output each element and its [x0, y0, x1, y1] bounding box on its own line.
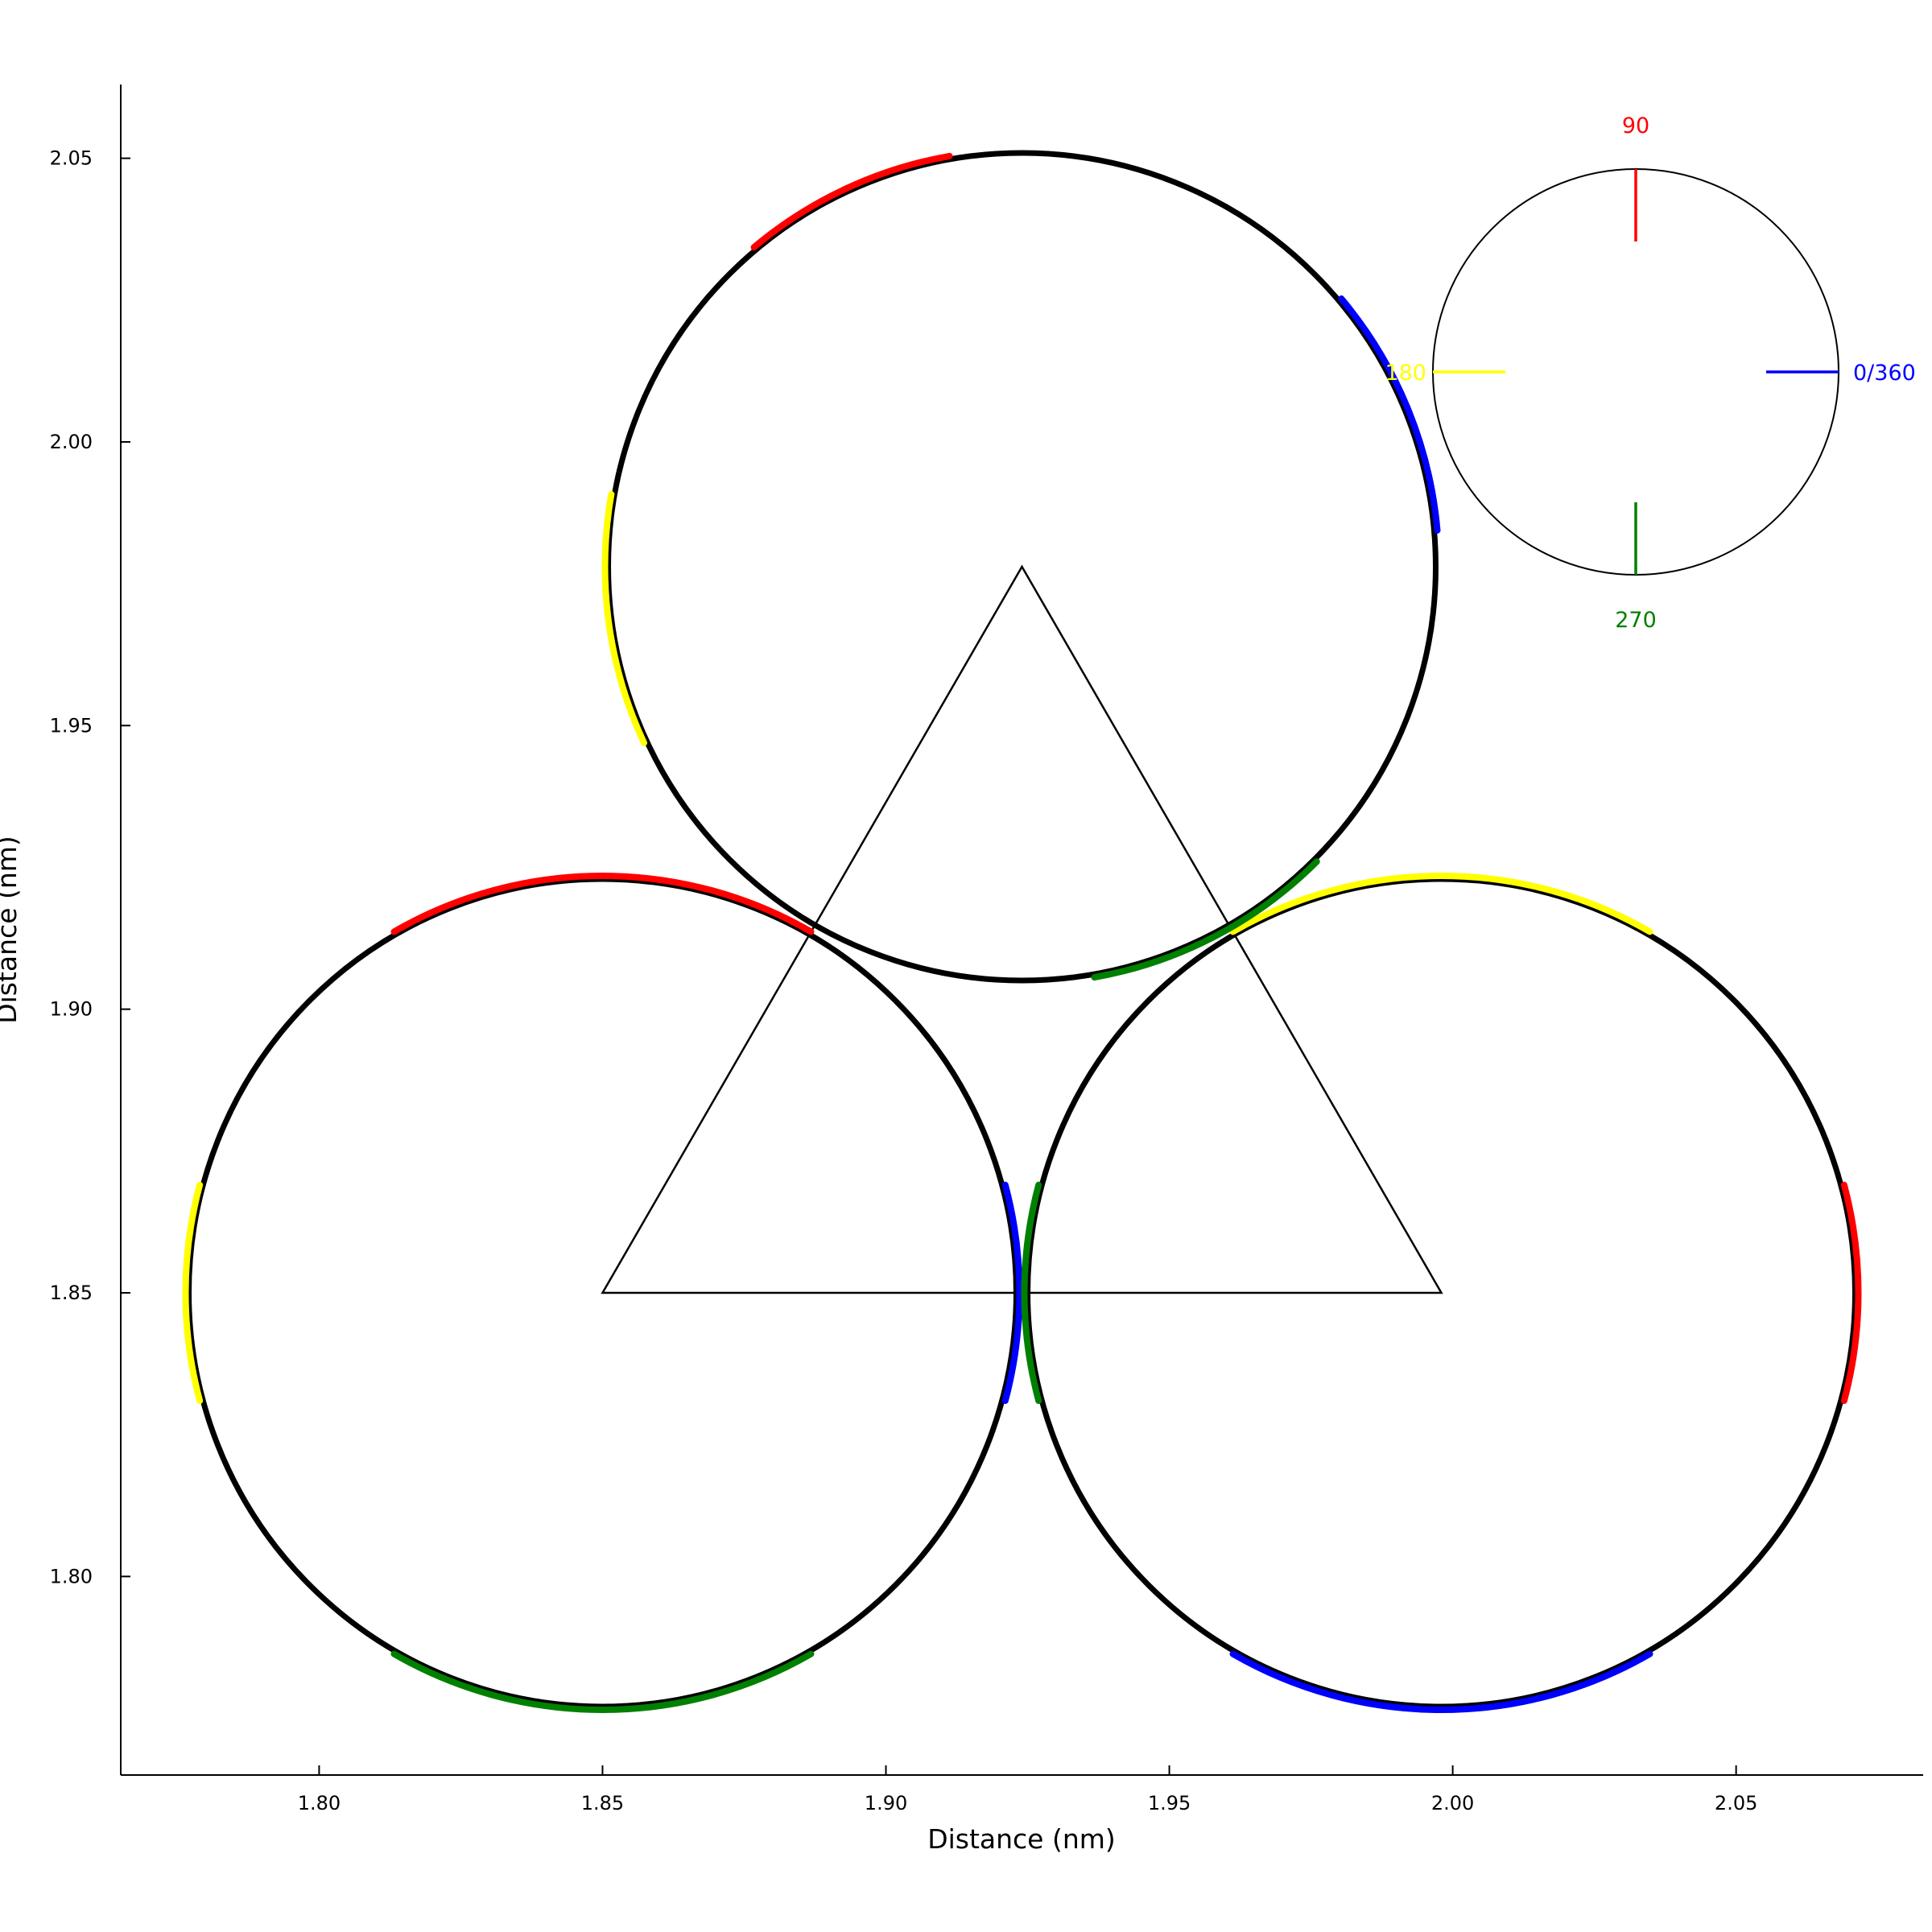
circle-3: [605, 150, 1439, 984]
circles-layer: [185, 150, 1859, 1710]
legend-label: 180: [1385, 361, 1426, 386]
triangle: [601, 564, 1443, 1294]
arc-marker: [1338, 295, 1441, 534]
y-tick-label: 1.80: [50, 1565, 93, 1587]
arc-marker: [1229, 1650, 1653, 1713]
legend-label: 270: [1615, 608, 1657, 633]
arc-marker: [1001, 1181, 1023, 1405]
x-ticks: 1.80 1.85 1.90 1.95 2.00 2.05: [298, 1765, 1757, 1814]
arc-marker: [1840, 1181, 1862, 1405]
arc-marker: [1021, 1181, 1042, 1405]
arc-marker: [1091, 858, 1320, 981]
x-tick-label: 1.85: [581, 1792, 624, 1814]
y-tick-label: 1.85: [50, 1282, 93, 1304]
arcs-layer: [182, 152, 1862, 1713]
arc-marker: [750, 152, 953, 251]
legend-label: 0/360: [1853, 361, 1916, 386]
arc-marker: [601, 491, 648, 746]
arc-marker: [390, 873, 815, 935]
x-tick-label: 1.90: [865, 1792, 907, 1814]
arc-marker: [390, 1650, 815, 1713]
y-tick-label: 2.00: [50, 431, 93, 453]
y-tick-label: 1.90: [50, 998, 93, 1021]
plot-area: [182, 150, 1862, 1713]
x-tick-label: 2.00: [1431, 1792, 1474, 1814]
x-tick-label: 2.05: [1715, 1792, 1757, 1814]
x-tick-label: 1.95: [1148, 1792, 1191, 1814]
y-axis-title: Distance (nm): [0, 836, 23, 1024]
y-tick-label: 1.95: [50, 714, 93, 737]
triangle-layer: [601, 564, 1443, 1294]
legend-label: 90: [1622, 114, 1649, 138]
y-ticks: 1.80 1.85 1.90 1.95 2.00 2.05: [50, 147, 130, 1587]
x-tick-label: 1.80: [298, 1792, 341, 1814]
arc-marker: [182, 1181, 204, 1405]
x-axis-title: Distance (nm): [927, 1823, 1116, 1855]
y-tick-label: 2.05: [50, 147, 93, 170]
arc-marker: [1229, 873, 1653, 935]
axes: 1.80 1.85 1.90 1.95 2.00 2.05 1.80 1.85 1.90 1.9…: [0, 85, 1923, 1855]
orientation-legend: 90 180 270 0/360: [1385, 114, 1915, 633]
